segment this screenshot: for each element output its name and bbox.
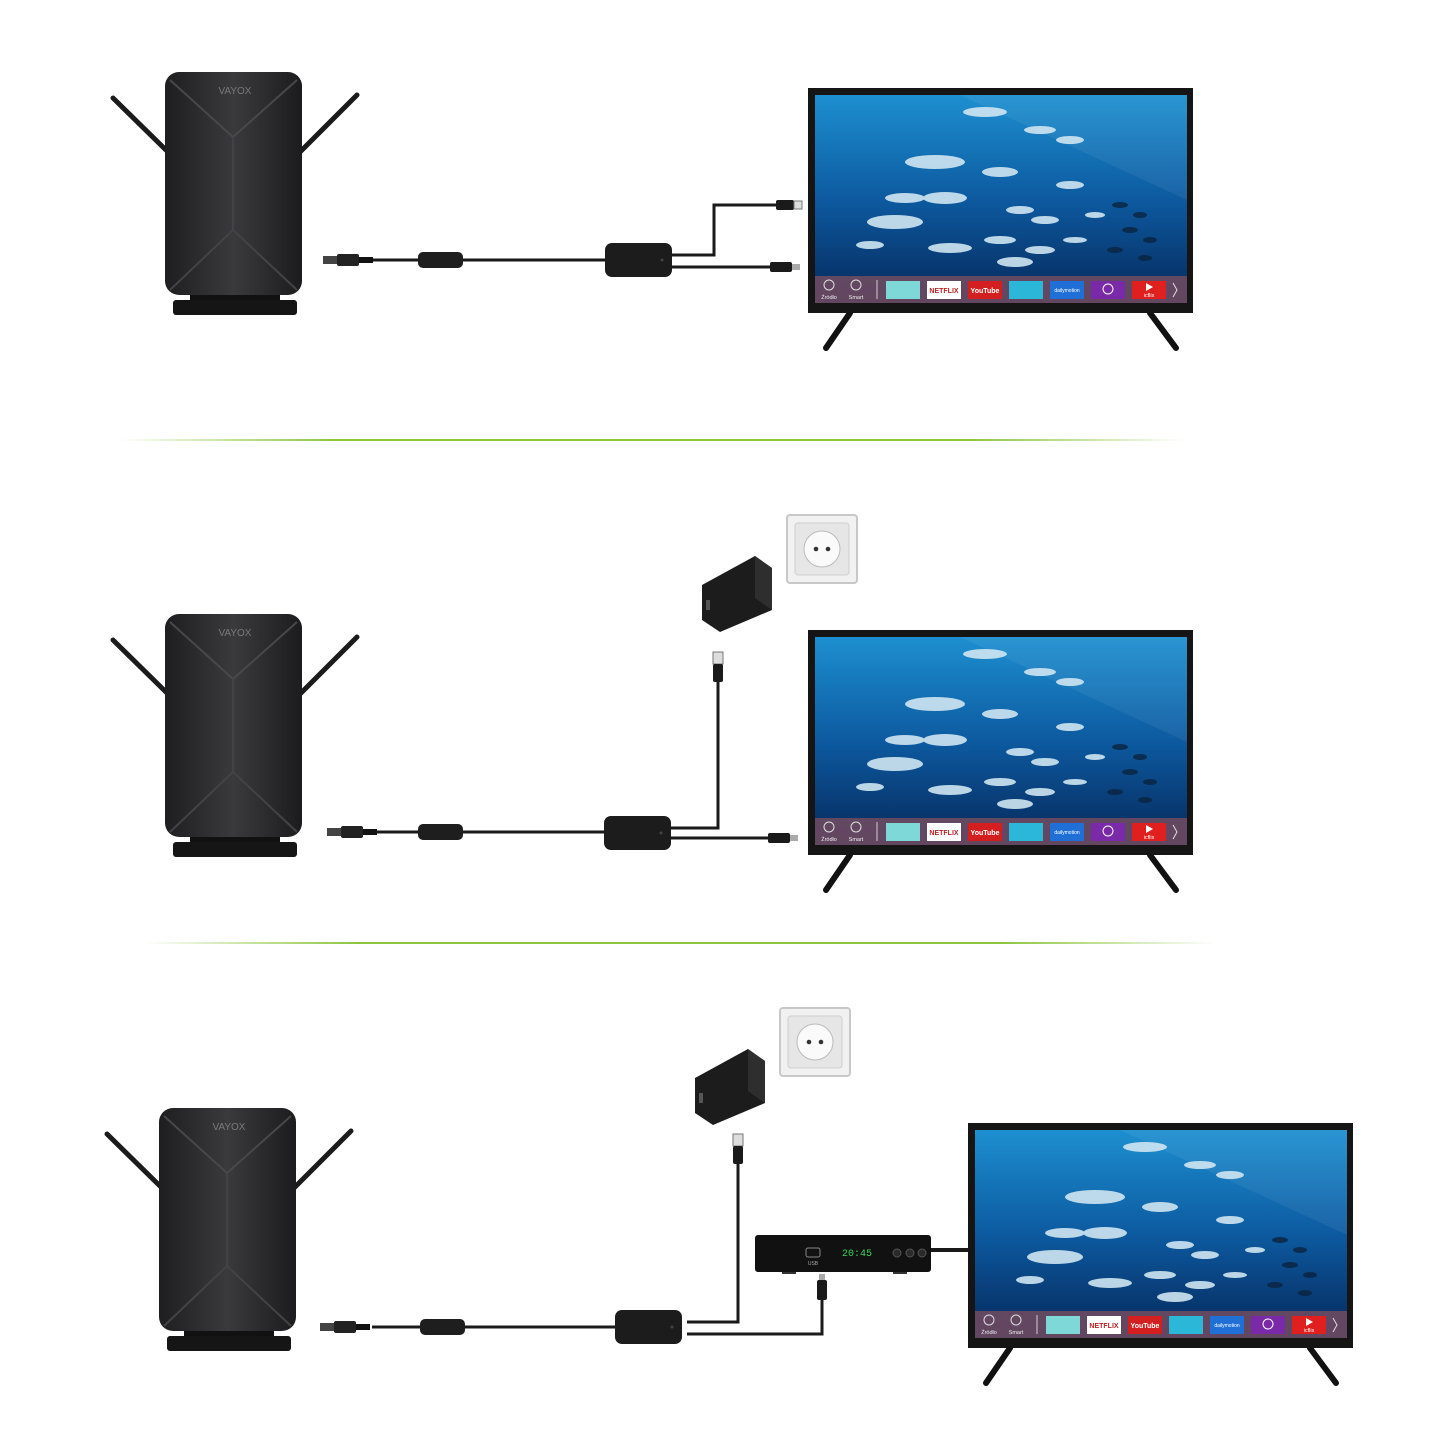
app-dailymotion-label: dailymotion <box>1054 288 1080 294</box>
app-netflix-label: NETFLIX <box>929 830 958 837</box>
app-youtube-label: YouTube <box>971 830 1000 837</box>
cable <box>375 680 772 840</box>
antenna <box>107 1108 351 1351</box>
coax-connector <box>327 826 377 838</box>
power-injector <box>615 1310 682 1344</box>
app-youtube-label: YouTube <box>971 288 1000 295</box>
usb-plug <box>776 200 803 210</box>
app-youtube-label: YouTube <box>1131 1323 1160 1330</box>
brand-logo: VAYOX <box>213 1122 246 1133</box>
app-icflix-label: icflix <box>1144 835 1155 841</box>
tv-app-bar-labels: Źródło Smart NETFLIX YouTube dailymotion… <box>821 288 1154 301</box>
separator <box>120 439 1185 441</box>
tv <box>808 630 1193 890</box>
ferrite-core <box>418 824 463 840</box>
coax-tv-plug <box>768 833 798 843</box>
antenna <box>113 72 357 315</box>
coax-stb-plug <box>817 1274 827 1300</box>
cable <box>372 1162 968 1336</box>
usb-plug <box>732 1133 744 1165</box>
coax-connector <box>323 254 373 266</box>
wall-charger <box>701 514 858 633</box>
app-source-label: Źródło <box>821 294 837 301</box>
scene-3: VAYOX USB 20:45 Źródło Smart NETFLIX <box>107 1007 1353 1383</box>
app-smart-label: Smart <box>849 295 864 301</box>
tv <box>808 88 1193 348</box>
tv-app-bar-labels: Źródło Smart NETFLIX YouTube dailymotion… <box>981 1323 1314 1336</box>
brand-logo: VAYOX <box>219 86 252 97</box>
app-netflix-label: NETFLIX <box>929 288 958 295</box>
app-netflix-label: NETFLIX <box>1089 1323 1118 1330</box>
separator <box>145 942 1215 944</box>
cable <box>372 203 778 269</box>
scene-1: VAYOX Źródło Smart NETFLIX YouTube daily… <box>113 72 1193 348</box>
app-smart-label: Smart <box>849 837 864 843</box>
power-injector <box>604 816 671 850</box>
ferrite-core <box>420 1319 465 1335</box>
stb-clock-display: 20:45 <box>842 1249 872 1260</box>
stb-usb-label: USB <box>808 1261 819 1267</box>
app-icflix-label: icflix <box>1144 293 1155 299</box>
usb-plug <box>712 651 724 683</box>
wall-charger <box>694 1007 851 1126</box>
app-source-label: Źródło <box>821 836 837 843</box>
app-icflix-label: icflix <box>1304 1328 1315 1334</box>
tv-app-bar-labels: Źródło Smart NETFLIX YouTube dailymotion… <box>821 830 1154 843</box>
app-dailymotion-label: dailymotion <box>1054 830 1080 836</box>
power-injector <box>605 243 672 277</box>
app-smart-label: Smart <box>1009 1330 1024 1336</box>
brand-logo: VAYOX <box>219 628 252 639</box>
coax-connector <box>320 1321 370 1333</box>
antenna <box>113 614 357 857</box>
ferrite-core <box>418 252 463 268</box>
coax-tv-plug <box>770 262 800 272</box>
tv <box>968 1123 1353 1383</box>
app-dailymotion-label: dailymotion <box>1214 1323 1240 1329</box>
set-top-box: USB 20:45 <box>755 1235 931 1274</box>
app-source-label: Źródło <box>981 1329 997 1336</box>
scene-2: VAYOX Źródło Smart NETFLIX YouTube daily… <box>113 514 1193 890</box>
